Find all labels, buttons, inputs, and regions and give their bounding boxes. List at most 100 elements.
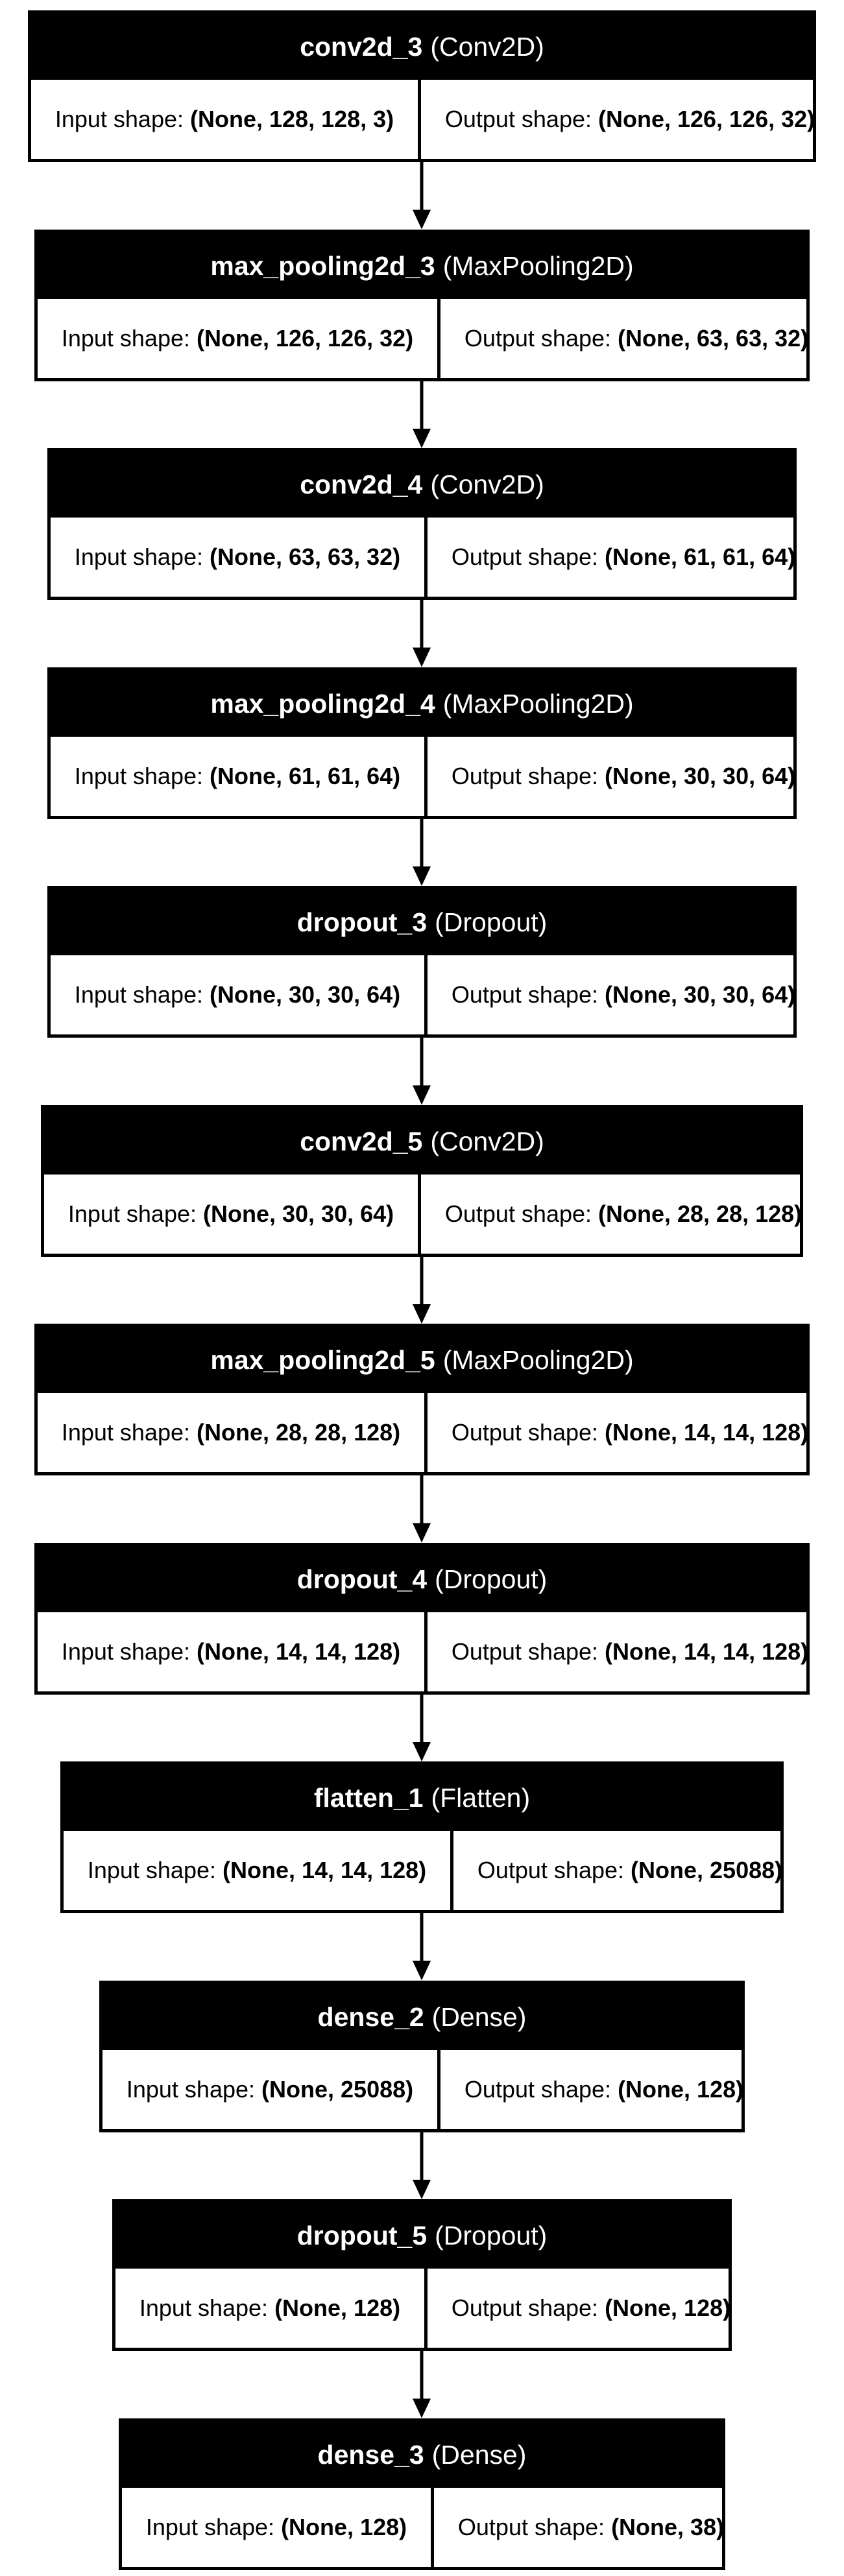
arrowhead bbox=[413, 429, 431, 448]
output-shape-cell: Output shape: (None, 61, 61, 64) bbox=[428, 518, 819, 597]
layer-header: dense_2 (Dense) bbox=[102, 1984, 742, 2050]
layer-shapes-row: Input shape: (None, 128) Output shape: (… bbox=[115, 2269, 731, 2348]
input-shape-label: Input shape: bbox=[74, 543, 204, 570]
layer-header: conv2d_4 (Conv2D) bbox=[51, 451, 793, 518]
layer-type: (Conv2D) bbox=[430, 1126, 544, 1156]
input-shape-cell: Input shape: (None, 14, 14, 128) bbox=[38, 1612, 428, 1691]
input-shape-cell: Input shape: (None, 30, 30, 64) bbox=[44, 1175, 421, 1254]
output-shape-value: (None, 25088) bbox=[631, 1857, 783, 1883]
input-shape-cell: Input shape: (None, 61, 61, 64) bbox=[51, 737, 428, 816]
arrowhead bbox=[413, 2398, 431, 2418]
output-shape-value: (None, 126, 126, 32) bbox=[598, 106, 815, 132]
input-shape-label: Input shape: bbox=[74, 981, 204, 1008]
layer-box: dropout_3 (Dropout) Input shape: (None, … bbox=[47, 886, 797, 1038]
output-shape-value: (None, 63, 63, 32) bbox=[618, 325, 809, 352]
output-shape-value: (None, 38) bbox=[611, 2514, 725, 2540]
layer-type: (Dropout) bbox=[435, 2220, 548, 2250]
input-shape-cell: Input shape: (None, 63, 63, 32) bbox=[51, 518, 428, 597]
layer-type: (Dropout) bbox=[435, 907, 548, 937]
arrowhead bbox=[413, 1523, 431, 1543]
input-shape-label: Input shape: bbox=[87, 1857, 217, 1883]
layer-name: dropout_5 bbox=[296, 2220, 428, 2250]
layer-shapes-row: Input shape: (None, 28, 28, 128) Output … bbox=[38, 1393, 808, 1472]
output-shape-value: (None, 128) bbox=[605, 2295, 731, 2321]
input-shape-label: Input shape: bbox=[61, 325, 190, 352]
output-shape-cell: Output shape: (None, 30, 30, 64) bbox=[428, 737, 819, 816]
layer-shapes-row: Input shape: (None, 128) Output shape: (… bbox=[122, 2488, 724, 2567]
layer-header: conv2d_3 (Conv2D) bbox=[31, 14, 813, 80]
input-shape-label: Input shape: bbox=[74, 763, 204, 789]
input-shape-cell: Input shape: (None, 14, 14, 128) bbox=[64, 1831, 453, 1910]
layer-header: dropout_3 (Dropout) bbox=[51, 889, 793, 955]
output-shape-label: Output shape: bbox=[464, 325, 612, 352]
output-shape-cell: Output shape: (None, 14, 14, 128) bbox=[428, 1612, 832, 1691]
input-shape-value: (None, 128, 128, 3) bbox=[190, 106, 394, 132]
layer-header: conv2d_5 (Conv2D) bbox=[44, 1108, 800, 1175]
input-shape-label: Input shape: bbox=[145, 2514, 275, 2540]
output-shape-label: Output shape: bbox=[451, 981, 599, 1008]
layer-shapes-row: Input shape: (None, 128, 128, 3) Output … bbox=[31, 80, 815, 159]
output-shape-value: (None, 14, 14, 128) bbox=[605, 1419, 809, 1446]
layer-header: max_pooling2d_3 (MaxPooling2D) bbox=[38, 233, 806, 299]
input-shape-label: Input shape: bbox=[67, 1200, 197, 1227]
layer-shapes-row: Input shape: (None, 126, 126, 32) Output… bbox=[38, 299, 808, 378]
arrowhead bbox=[413, 2180, 431, 2199]
input-shape-value: (None, 30, 30, 64) bbox=[203, 1200, 394, 1227]
layer-header: dense_3 (Dense) bbox=[122, 2422, 722, 2488]
input-shape-label: Input shape: bbox=[61, 1638, 191, 1665]
layer-name: flatten_1 bbox=[313, 1782, 424, 1813]
output-shape-label: Output shape: bbox=[464, 2076, 612, 2103]
layer-name: conv2d_5 bbox=[300, 1126, 423, 1156]
input-shape-value: (None, 25088) bbox=[261, 2076, 414, 2103]
layer-shapes-row: Input shape: (None, 30, 30, 64) Output s… bbox=[44, 1175, 802, 1254]
input-shape-cell: Input shape: (None, 128) bbox=[122, 2488, 434, 2567]
output-shape-label: Output shape: bbox=[444, 106, 592, 132]
output-shape-cell: Output shape: (None, 38) bbox=[434, 2488, 748, 2567]
layer-shapes-row: Input shape: (None, 25088) Output shape:… bbox=[102, 2050, 744, 2129]
input-shape-value: (None, 14, 14, 128) bbox=[223, 1857, 427, 1883]
output-shape-value: (None, 128) bbox=[618, 2076, 744, 2103]
output-shape-value: (None, 28, 28, 128) bbox=[598, 1200, 802, 1227]
output-shape-label: Output shape: bbox=[457, 2514, 605, 2540]
output-shape-label: Output shape: bbox=[451, 1419, 599, 1446]
layer-name: dropout_3 bbox=[296, 907, 428, 937]
output-shape-label: Output shape: bbox=[451, 1638, 599, 1665]
layer-shapes-row: Input shape: (None, 14, 14, 128) Output … bbox=[64, 1831, 783, 1910]
layer-name: conv2d_3 bbox=[300, 31, 423, 62]
layer-type: (Flatten) bbox=[431, 1782, 531, 1813]
arrowhead bbox=[413, 1304, 431, 1324]
arrowhead bbox=[413, 647, 431, 667]
layer-shapes-row: Input shape: (None, 61, 61, 64) Output s… bbox=[51, 737, 795, 816]
layer-name: conv2d_4 bbox=[300, 469, 423, 499]
layer-name: max_pooling2d_5 bbox=[210, 1344, 435, 1375]
output-shape-cell: Output shape: (None, 63, 63, 32) bbox=[440, 299, 832, 378]
output-shape-label: Output shape: bbox=[451, 2295, 599, 2321]
output-shape-cell: Output shape: (None, 28, 28, 128) bbox=[421, 1175, 826, 1254]
input-shape-value: (None, 28, 28, 128) bbox=[197, 1419, 401, 1446]
input-shape-value: (None, 126, 126, 32) bbox=[197, 325, 414, 352]
input-shape-label: Input shape: bbox=[126, 2076, 256, 2103]
input-shape-value: (None, 61, 61, 64) bbox=[210, 763, 401, 789]
layer-name: dense_3 bbox=[317, 2439, 424, 2470]
arrowhead bbox=[413, 209, 431, 230]
input-shape-cell: Input shape: (None, 25088) bbox=[102, 2050, 440, 2129]
layer-header: dropout_4 (Dropout) bbox=[38, 1546, 806, 1612]
output-shape-value: (None, 61, 61, 64) bbox=[605, 543, 796, 570]
layer-type: (Dense) bbox=[431, 2001, 527, 2032]
layer-header: max_pooling2d_4 (MaxPooling2D) bbox=[51, 671, 793, 737]
input-shape-cell: Input shape: (None, 28, 28, 128) bbox=[38, 1393, 428, 1472]
layer-box: conv2d_5 (Conv2D) Input shape: (None, 30… bbox=[41, 1105, 803, 1257]
layer-box: dense_2 (Dense) Input shape: (None, 2508… bbox=[99, 1981, 745, 2132]
output-shape-value: (None, 14, 14, 128) bbox=[605, 1638, 809, 1665]
input-shape-value: (None, 14, 14, 128) bbox=[197, 1638, 401, 1665]
layer-box: dropout_5 (Dropout) Input shape: (None, … bbox=[112, 2199, 732, 2351]
layer-box: dense_3 (Dense) Input shape: (None, 128)… bbox=[119, 2418, 725, 2570]
layer-name: dense_2 bbox=[317, 2001, 424, 2032]
output-shape-cell: Output shape: (None, 126, 126, 32) bbox=[421, 80, 839, 159]
input-shape-label: Input shape: bbox=[61, 1419, 191, 1446]
layer-header: dropout_5 (Dropout) bbox=[115, 2202, 729, 2269]
output-shape-cell: Output shape: (None, 14, 14, 128) bbox=[428, 1393, 832, 1472]
arrowhead bbox=[413, 1742, 431, 1761]
